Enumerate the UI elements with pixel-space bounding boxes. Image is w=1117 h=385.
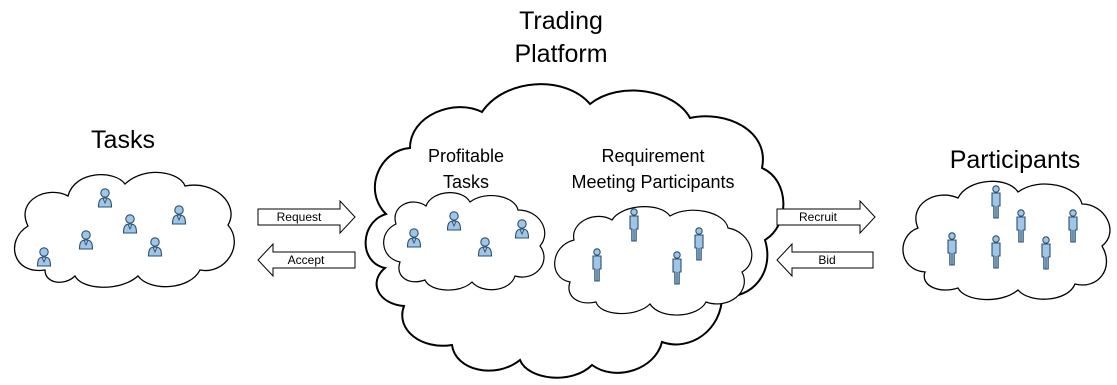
platform-title-line2: Platform <box>514 40 607 68</box>
tasks-title: Tasks <box>91 126 155 154</box>
participants-title: Participants <box>950 146 1081 174</box>
requirement-title-line2: Meeting Participants <box>571 172 734 192</box>
profitable-tasks-cloud <box>383 192 546 291</box>
accept-arrow: Accept <box>257 242 356 278</box>
requirement-participants-cloud <box>554 206 753 316</box>
accept-label: Accept <box>288 253 325 267</box>
recruit-arrow: Recruit <box>776 199 876 235</box>
bid-label: Bid <box>818 253 835 267</box>
bid-arrow: Bid <box>776 242 874 278</box>
participants-cloud <box>902 180 1111 301</box>
platform-title-line1: Trading <box>519 7 603 35</box>
profitable-title-line1: Profitable <box>428 146 504 166</box>
request-arrow: Request <box>257 199 356 235</box>
profitable-title-line2: Tasks <box>443 172 489 192</box>
requirement-title-line1: Requirement <box>601 146 704 166</box>
request-label: Request <box>277 210 322 224</box>
recruit-label: Recruit <box>799 210 838 224</box>
